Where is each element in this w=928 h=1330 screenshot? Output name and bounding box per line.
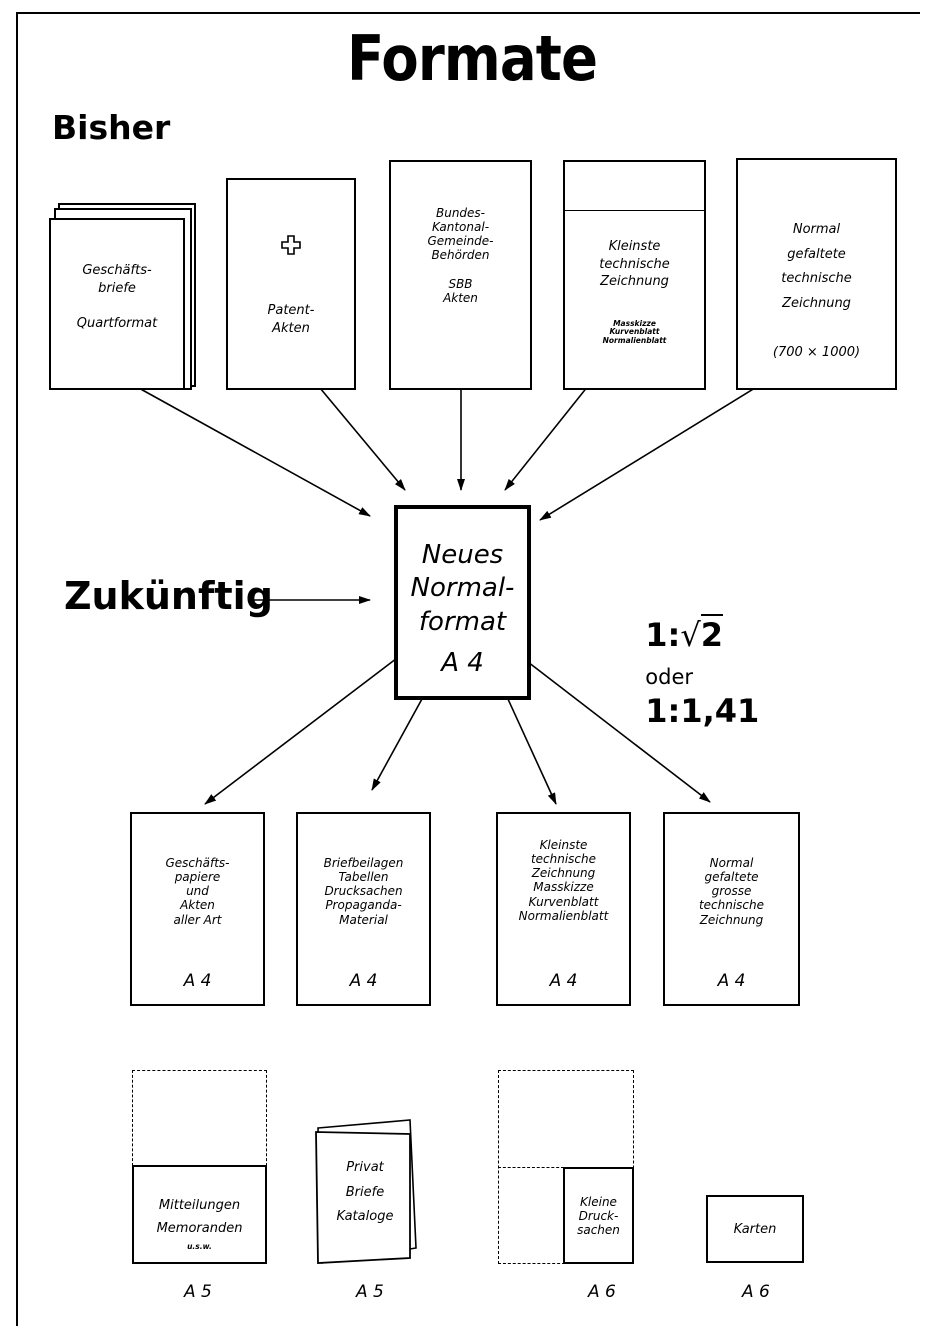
central-new-format: Neues Normal- format A 4 — [394, 505, 531, 700]
arrow-new-3 — [501, 685, 557, 805]
a4-use-format: A 4 — [549, 971, 578, 991]
a4-use-label: Normal gefaltete grosse technische Zeich… — [698, 856, 765, 927]
small-print-sheet: Kleine Druck- sachen — [563, 1167, 634, 1264]
page-title: Formate — [347, 22, 598, 95]
section-label-past: Bisher — [52, 108, 171, 147]
small-format-size: A 5 — [184, 1282, 212, 1302]
a4-use-technical-drawing-small: Kleinste technische Zeichnung Masskizze … — [496, 812, 631, 1006]
small-format-cards: Karten — [706, 1195, 804, 1263]
a4-use-format: A 4 — [349, 971, 378, 991]
old-format-business-letters: Geschäfts- briefe Quartformat — [49, 218, 185, 390]
old-format-label: Normal gefaltete technische Zeichnung (7… — [772, 222, 861, 361]
folded-booklet-icon — [315, 1119, 417, 1264]
small-format-size: A 5 — [356, 1282, 384, 1302]
memo-sheet: Mitteilungen Memoranden u.s.w. — [132, 1165, 267, 1264]
arrow-new-4 — [514, 651, 711, 803]
old-format-label: Bundes- Kantonal- Gemeinde- Behörden SBB… — [427, 206, 494, 305]
old-format-technical-drawing-small: Kleinste technische Zeichnung Masskizze … — [563, 160, 706, 390]
a4-use-label: Briefbeilagen Tabellen Drucksachen Propa… — [323, 856, 404, 927]
a4-use-technical-drawing-folded: Normal gefaltete grosse technische Zeich… — [663, 812, 800, 1006]
old-format-label: Geschäfts- briefe Quartformat — [76, 263, 158, 331]
fold-line — [565, 210, 704, 211]
old-format-sublabel: Masskizze Kurvenblatt Normalienblatt — [602, 319, 667, 345]
small-format-label: Karten — [733, 1222, 777, 1237]
small-format-label: Mitteilungen Memoranden — [156, 1198, 243, 1236]
old-format-label: Patent- Akten — [267, 303, 315, 336]
a4-use-format: A 4 — [183, 971, 212, 991]
a4-use-label: Kleinste technische Zeichnung Masskizze … — [518, 838, 609, 923]
section-label-future: Zukünftig — [64, 574, 273, 618]
page-frame — [16, 12, 920, 1326]
arrow-old-1 — [127, 381, 371, 517]
old-format-patent-files: Patent- Akten — [226, 178, 356, 390]
ratio-decimal: 1:1,41 — [645, 692, 760, 730]
aspect-ratio: 1:√2 oder 1:1,41 — [623, 578, 759, 730]
a4-use-enclosures: Briefbeilagen Tabellen Drucksachen Propa… — [296, 812, 431, 1006]
small-format-size: A 6 — [742, 1282, 770, 1302]
old-format-label: Kleinste technische Zeichnung — [599, 239, 670, 290]
fold-outline — [132, 1070, 267, 1166]
a4-use-business-papers: Geschäfts- papiere und Akten aller Art A… — [130, 812, 265, 1006]
a4-use-format: A 4 — [717, 971, 746, 991]
small-format-label: Kleine Druck- sachen — [577, 1195, 620, 1238]
old-format-authorities: Bundes- Kantonal- Gemeinde- Behörden SBB… — [389, 160, 532, 390]
arrow-old-4 — [504, 375, 597, 491]
ratio-sqrt-value: 2 — [700, 614, 723, 654]
ratio-prefix: 1: — [645, 616, 681, 654]
a4-use-label: Geschäfts- papiere und Akten aller Art — [165, 856, 230, 927]
arrow-new-1 — [204, 651, 406, 805]
sqrt-icon: √ — [680, 616, 701, 654]
small-format-sublabel: u.s.w. — [187, 1242, 212, 1251]
small-format-label: Privat Briefe Kataloge — [336, 1160, 394, 1225]
arrow-old-5 — [539, 379, 769, 521]
central-format: A 4 — [441, 648, 484, 678]
ratio-connector: oder — [645, 665, 694, 689]
old-format-technical-drawing-folded: Normal gefaltete technische Zeichnung (7… — [736, 158, 897, 390]
central-label: Neues Normal- format — [410, 540, 515, 637]
small-format-size: A 6 — [588, 1282, 616, 1302]
fold-line — [498, 1167, 564, 1168]
arrow-old-2 — [309, 375, 406, 491]
arrow-new-2 — [371, 687, 429, 791]
swiss-cross-icon — [281, 235, 301, 255]
